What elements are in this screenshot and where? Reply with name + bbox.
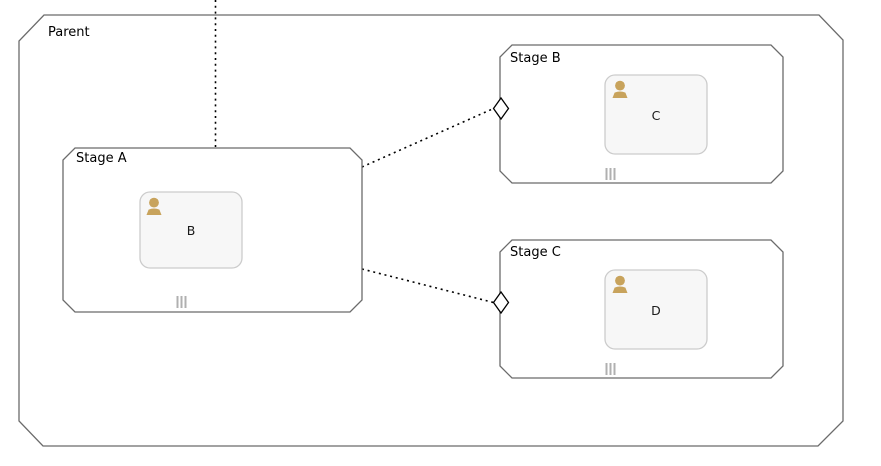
- person-icon: [612, 275, 628, 293]
- stage-b-label: Stage B: [510, 51, 561, 66]
- node-b[interactable]: [139, 191, 243, 269]
- stage-c-group: Stage C D: [492, 239, 784, 379]
- diamond-marker-stage-c[interactable]: [492, 290, 510, 315]
- node-d-label: D: [651, 303, 661, 318]
- multi-instance-marker: [176, 296, 187, 308]
- stage-b-group: Stage B C: [492, 44, 784, 184]
- multi-instance-marker: [605, 363, 616, 375]
- multi-instance-marker: [605, 168, 616, 180]
- node-d[interactable]: [604, 269, 708, 350]
- stage-a-label: Stage A: [76, 151, 127, 166]
- connector-stage-a-to-stage-b[interactable]: [361, 107, 494, 168]
- person-icon: [612, 80, 628, 98]
- parent-label: Parent: [48, 25, 90, 40]
- stage-c-label: Stage C: [510, 245, 561, 260]
- person-icon: [146, 197, 162, 215]
- diamond-marker-stage-b[interactable]: [492, 96, 510, 121]
- stage-a-group: Stage A B: [62, 147, 363, 313]
- node-c-label: C: [652, 108, 661, 123]
- node-c[interactable]: [604, 74, 708, 155]
- node-b-label: B: [187, 223, 196, 238]
